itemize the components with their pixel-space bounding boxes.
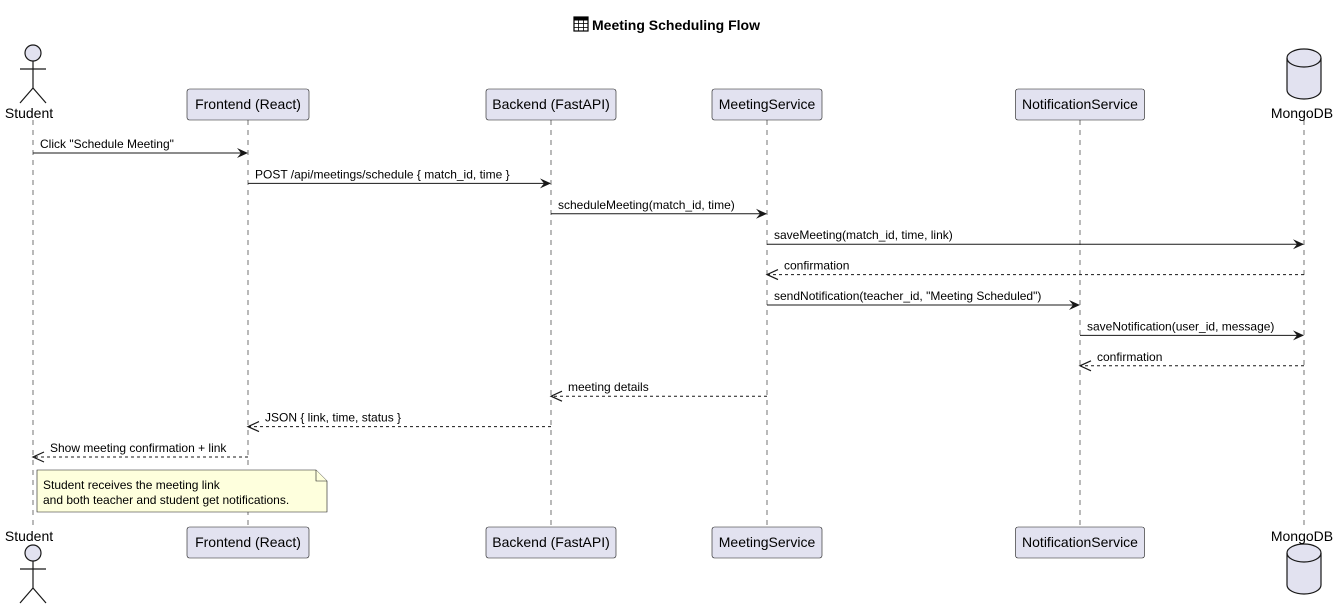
participant-label: NotificationService xyxy=(1022,534,1138,550)
message-label: saveMeeting(match_id, time, link) xyxy=(774,228,953,242)
participant-meeting-bottom: MeetingService xyxy=(711,526,823,559)
message-label: Click "Schedule Meeting" xyxy=(40,137,174,151)
participant-label: MeetingService xyxy=(719,534,816,550)
message-label: POST /api/meetings/schedule { match_id, … xyxy=(255,167,510,181)
participant-label: MongoDB xyxy=(1271,105,1333,121)
participant-label: Student xyxy=(5,528,53,544)
participant-notification-bottom: NotificationService xyxy=(1015,526,1145,559)
arrowhead xyxy=(246,421,260,433)
arrowhead xyxy=(1078,360,1092,372)
participant-backend-top: Backend (FastAPI) xyxy=(485,88,617,121)
message-label: sendNotification(teacher_id, "Meeting Sc… xyxy=(774,289,1041,303)
actor-icon xyxy=(19,44,47,104)
participant-label: NotificationService xyxy=(1022,96,1138,112)
participant-meeting-top: MeetingService xyxy=(711,88,823,121)
message-label: meeting details xyxy=(568,380,649,394)
participant-label: MongoDB xyxy=(1271,528,1333,544)
participant-backend-bottom: Backend (FastAPI) xyxy=(485,526,617,559)
message-9: meeting details xyxy=(549,380,767,402)
participant-label: Student xyxy=(5,105,53,121)
participant-label: MeetingService xyxy=(719,96,816,112)
arrowhead xyxy=(1069,300,1080,310)
message-4: saveMeeting(match_id, time, link) xyxy=(767,228,1304,250)
message-6: sendNotification(teacher_id, "Meeting Sc… xyxy=(767,289,1080,310)
participant-frontend-top: Frontend (React) xyxy=(186,88,310,121)
arrowhead xyxy=(31,451,45,463)
arrowhead xyxy=(540,178,551,189)
calendar-icon xyxy=(573,16,589,32)
message-label: confirmation xyxy=(784,259,849,273)
arrowhead xyxy=(765,269,779,281)
participant-student-top: Student xyxy=(5,44,53,121)
participant-label: Backend (FastAPI) xyxy=(492,534,610,550)
database-icon xyxy=(1286,543,1322,595)
message-3: scheduleMeeting(match_id, time) xyxy=(551,198,767,219)
arrowhead xyxy=(549,390,563,402)
message-7: saveNotification(user_id, message) xyxy=(1080,319,1304,341)
participant-student-bottom: Student xyxy=(5,528,53,604)
participant-notification-top: NotificationService xyxy=(1015,88,1145,121)
message-10: JSON { link, time, status } xyxy=(246,411,551,433)
participant-frontend-bottom: Frontend (React) xyxy=(186,526,310,559)
message-label: saveNotification(user_id, message) xyxy=(1087,319,1274,333)
actor-icon xyxy=(19,544,47,604)
arrowhead xyxy=(1293,239,1304,250)
message-8: confirmation xyxy=(1078,350,1304,372)
message-label: JSON { link, time, status } xyxy=(265,411,401,425)
arrowhead xyxy=(1293,330,1304,341)
message-2: POST /api/meetings/schedule { match_id, … xyxy=(248,167,551,189)
message-11: Show meeting confirmation + link xyxy=(31,441,248,463)
participant-mongodb-bottom: MongoDB xyxy=(1271,528,1333,595)
arrowhead xyxy=(237,148,248,158)
participant-label: Backend (FastAPI) xyxy=(492,96,610,112)
message-1: Click "Schedule Meeting" xyxy=(33,137,248,158)
diagram-title: Meeting Scheduling Flow xyxy=(573,16,760,33)
arrowhead xyxy=(756,208,767,219)
message-5: confirmation xyxy=(765,259,1304,281)
note-line: Student receives the meeting link xyxy=(43,478,221,492)
participant-label: Frontend (React) xyxy=(195,534,301,550)
page-title: Meeting Scheduling Flow xyxy=(592,17,760,33)
participant-mongodb-top: MongoDB xyxy=(1271,48,1333,121)
note-line: and both teacher and student get notific… xyxy=(43,493,289,507)
database-icon xyxy=(1286,48,1322,100)
participant-label: Frontend (React) xyxy=(195,96,301,112)
message-label: confirmation xyxy=(1097,350,1162,364)
note: Student receives the meeting link and bo… xyxy=(36,469,328,513)
message-label: Show meeting confirmation + link xyxy=(50,441,227,455)
message-label: scheduleMeeting(match_id, time) xyxy=(558,198,735,212)
